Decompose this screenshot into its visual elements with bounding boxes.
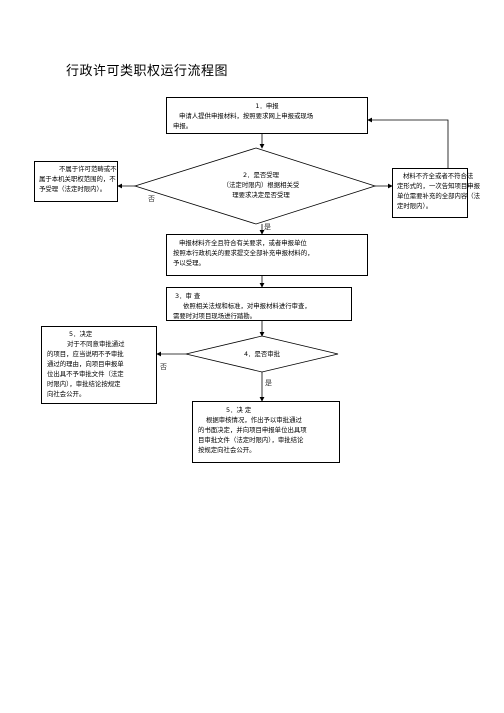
node-supplement: 材料不齐全或者不符合法 定形式的，一次告知项目申报 单位需要补充的全部内容（法 … xyxy=(392,168,481,218)
node-review-line: 依照相关法规和标准，对申报材料进行审查， xyxy=(183,302,311,310)
node-supplement-line: 定时限内）。 xyxy=(397,202,433,210)
node-reject-scope: 不属于许可范畴或不 属于本机关职权范围的，不 予受理（法定时限内）。 xyxy=(34,161,118,202)
node-accepted: 申报材料齐全且符合有关要求，或者申报单位 按照本行政机关的要求提交全部补充申报材… xyxy=(166,234,368,276)
node-accepted-line: 按照本行政机关的要求提交全部补充申报材料的， xyxy=(173,249,314,257)
node-reject-scope-line: 不属于许可范畴或不 xyxy=(59,165,117,173)
node-decide-reject-line: 的项目，应当说明不予审批 xyxy=(47,350,124,358)
edge-label-no: 否 xyxy=(160,363,167,371)
node-decide-reject-line: 对于不同意审批通过 xyxy=(67,340,125,348)
node-accepted-line: 申报材料齐全且符合有关要求，或者申报单位 xyxy=(179,239,307,247)
node-supplement-line: 材料不齐全或者不符合法 xyxy=(403,172,474,180)
node-decide-reject: 5．决定 对于不同意审批通过 的项目，应当说明不予审批 通过的理由，向项目申报单… xyxy=(41,326,157,404)
decision-accept-text: 2．是否受理 （法定时限内）根据相关受 理要求决定是否受理 xyxy=(186,170,336,200)
node-reject-scope-line: 属于本机关职权范围的，不 xyxy=(39,175,116,183)
node-apply-line: 1．申报 xyxy=(255,102,279,110)
edge-label-yes: 是 xyxy=(264,223,271,231)
decision-approve-text: 4．是否审批 xyxy=(212,349,312,359)
node-apply-line: 申请人提供申报材料，按照要求网上申报或现场 xyxy=(179,112,314,120)
edge-label-no: 否 xyxy=(148,195,155,203)
node-review-line: 3．审 查 xyxy=(175,292,201,300)
node-decide-reject-line: 通过的理由，向项目申报单 xyxy=(47,360,124,368)
node-reject-scope-line: 予受理（法定时限内）。 xyxy=(39,185,107,193)
node-accepted-line: 予以受理。 xyxy=(173,259,205,267)
node-decide-approve-line: 根据审核情况，作出予以审批通过 xyxy=(206,416,302,424)
edge-label-yes: 是 xyxy=(265,379,272,387)
decision-accept-line: （法定时限内）根据相关受 xyxy=(222,181,300,189)
node-decide-reject-line: 5．决定 xyxy=(69,330,93,338)
node-decide-approve: 5．决 定 根据审核情况，作出予以审批通过 的书面决定，并向项目申报单位出具项 … xyxy=(192,401,340,463)
node-decide-reject-line: 时限内），审批结论按规定 xyxy=(47,380,121,388)
node-apply-line: 申报。 xyxy=(173,122,193,130)
node-decide-approve-line: 5．决 定 xyxy=(226,406,252,414)
node-supplement-line: 定形式的，一次告知项目申报 xyxy=(397,182,481,190)
node-review-line: 需要时对项目现场进行踏勘。 xyxy=(173,312,257,320)
decision-accept-line: 2．是否受理 xyxy=(242,171,280,179)
node-decide-approve-line: 的书面决定，并向项目申报单位出具项 xyxy=(198,426,307,434)
edge-supplement-loop xyxy=(367,117,449,168)
node-decide-approve-line: 目审批文件（法定时限内），审批结论 xyxy=(198,436,304,444)
page-title: 行政许可类职权运行流程图 xyxy=(66,64,229,79)
node-supplement-line: 单位需要补充的全部内容（法 xyxy=(397,192,481,200)
node-decide-approve-line: 按规定向社会公开。 xyxy=(198,446,256,454)
node-apply: 1．申报 申请人提供申报材料，按照要求网上申报或现场 申报。 xyxy=(166,97,368,134)
node-decide-reject-line: 位出具不予审批文件（法定 xyxy=(47,370,124,378)
node-review: 3．审 查 依照相关法规和标准，对申报材料进行审查， 需要时对项目现场进行踏勘。 xyxy=(166,287,352,321)
decision-accept-line: 理要求决定是否受理 xyxy=(232,191,290,199)
node-decide-reject-line: 向社会公开。 xyxy=(47,390,86,398)
decision-accept-diamond xyxy=(133,147,377,225)
decision-approve-line: 4．是否审批 xyxy=(243,350,281,358)
